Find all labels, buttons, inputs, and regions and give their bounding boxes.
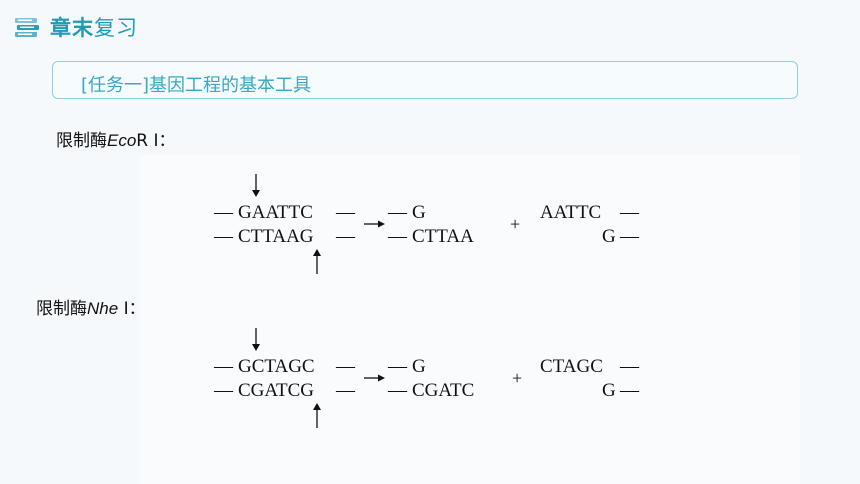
- left-bottom-dash: —: [387, 226, 408, 247]
- right-bottom-dash: —: [619, 380, 640, 401]
- right-fragment-top: AATTC: [540, 202, 601, 223]
- top-left-dash: —: [213, 202, 234, 223]
- content-panel: [140, 155, 800, 484]
- title-bold: 章末: [50, 16, 94, 40]
- right-bottom-dash: —: [619, 226, 640, 247]
- plus-sign: +: [512, 368, 522, 388]
- task-box: [任务一]基因工程的基本工具: [52, 61, 798, 99]
- bottom-right-dash: —: [335, 380, 356, 401]
- enzyme-name-rest: Ⅰ：: [118, 299, 146, 319]
- left-top-dash: —: [387, 202, 408, 223]
- enzyme-name-italic: Nhe: [87, 299, 119, 318]
- top-right-dash: —: [335, 202, 356, 223]
- nhei-cut-diagram: — GCTAGC — — CGATCG — — G — CGATC + CTAG…: [213, 328, 640, 428]
- left-fragment-top: G: [412, 202, 426, 223]
- right-fragment-top: CTAGC: [540, 356, 603, 377]
- left-bottom-dash: —: [387, 380, 408, 401]
- bottom-right-dash: —: [335, 226, 356, 247]
- reaction-arrow: [364, 374, 385, 382]
- page-title: 章末复习: [50, 12, 138, 42]
- right-top-dash: —: [619, 356, 640, 377]
- left-top-dash: —: [387, 356, 408, 377]
- bottom-strand: CGATCG: [238, 380, 314, 401]
- top-strand: GAATTC: [238, 202, 313, 223]
- plus-sign: +: [510, 214, 520, 234]
- left-fragment-top: G: [412, 356, 426, 377]
- cut-arrow-down: [252, 328, 260, 351]
- enzyme-name-italic: Eco: [107, 131, 137, 150]
- title-rest: 复习: [94, 16, 138, 40]
- task-label: [任务一]基因工程的基本工具: [81, 75, 312, 96]
- right-top-dash: —: [619, 202, 640, 223]
- right-fragment-bottom: G: [602, 380, 616, 401]
- cut-arrow-up: [313, 403, 321, 428]
- enzyme-label-ecori: 限制酶EcoR Ⅰ：: [56, 126, 176, 151]
- reaction-arrow: [364, 220, 385, 228]
- left-fragment-bottom: CGATC: [412, 380, 474, 401]
- enzyme-label-nhei: 限制酶Nhe Ⅰ：: [36, 294, 146, 319]
- cut-arrow-down: [252, 174, 260, 197]
- bottom-left-dash: —: [213, 380, 234, 401]
- top-right-dash: —: [335, 356, 356, 377]
- books-icon: [14, 16, 40, 38]
- top-strand: GCTAGC: [238, 356, 315, 377]
- top-left-dash: —: [213, 356, 234, 377]
- bottom-strand: CTTAAG: [238, 226, 314, 247]
- enzyme-prefix: 限制酶: [56, 131, 107, 151]
- left-fragment-bottom: CTTAA: [412, 226, 474, 247]
- cut-arrow-up: [313, 249, 321, 274]
- right-fragment-bottom: G: [602, 226, 616, 247]
- enzyme-prefix: 限制酶: [36, 299, 87, 319]
- header: 章末复习: [14, 12, 138, 42]
- ecori-cut-diagram: — GAATTC — — CTTAAG — — G — CTTAA + AATT…: [213, 174, 640, 274]
- bottom-left-dash: —: [213, 226, 234, 247]
- enzyme-name-rest: R Ⅰ：: [136, 131, 176, 151]
